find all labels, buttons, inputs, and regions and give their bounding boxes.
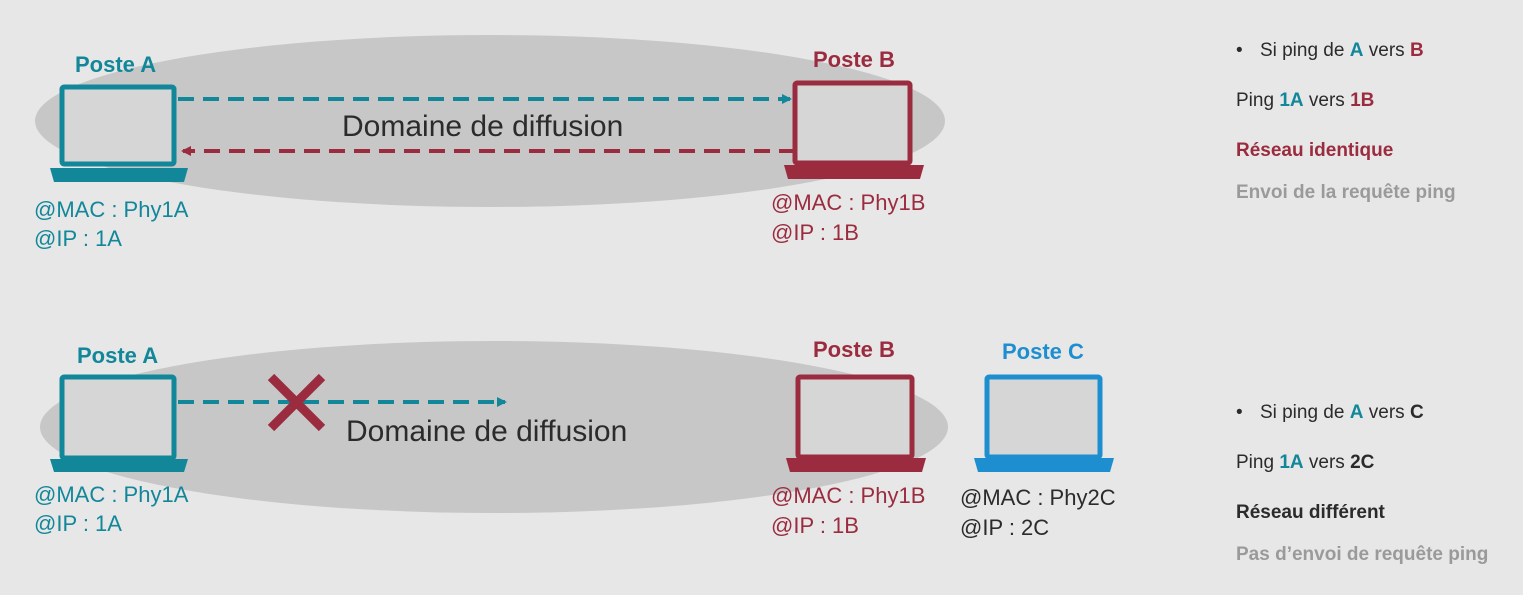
domain-label-bottom: Domaine de diffusion (346, 415, 627, 448)
broadcast-domain-ellipse-top (35, 35, 945, 207)
info-bottom-ping: Ping 1A vers 2C (1236, 452, 1375, 473)
poste-a-ip-bottom: @IP : 1A (34, 511, 122, 536)
poste-a-title-top: Poste A (75, 52, 156, 77)
broadcast-domain-ellipse-bottom (40, 341, 948, 513)
poste-c-ip-bottom: @IP : 2C (960, 515, 1049, 540)
poste-b-ip-bottom: @IP : 1B (771, 513, 859, 538)
info-bottom-condition: Si ping de A vers C (1236, 402, 1424, 424)
poste-a-ip-top: @IP : 1A (34, 226, 122, 251)
poste-b-title-top: Poste B (813, 47, 895, 72)
info-bottom-action: Pas d’envoi de requête ping (1236, 544, 1489, 565)
info-top-condition: Si ping de A vers B (1236, 40, 1424, 62)
blocked-cross-icon (267, 373, 326, 432)
info-top-action: Envoi de la requête ping (1236, 182, 1456, 203)
poste-b-title-bottom: Poste B (813, 337, 895, 362)
poste-c-mac-bottom: @MAC : Phy2C (960, 485, 1116, 510)
poste-b-mac-top: @MAC : Phy1B (771, 190, 925, 215)
poste-b-ip-top: @IP : 1B (771, 220, 859, 245)
poste-a-mac-top: @MAC : Phy1A (34, 197, 189, 222)
poste-a-mac-bottom: @MAC : Phy1A (34, 482, 189, 507)
domain-label-top: Domaine de diffusion (342, 110, 623, 143)
poste-c-title-bottom: Poste C (1002, 339, 1084, 364)
info-top-ping: Ping 1A vers 1B (1236, 90, 1375, 111)
info-top-result: Réseau identique (1236, 140, 1394, 161)
poste-b-mac-bottom: @MAC : Phy1B (771, 483, 925, 508)
info-bottom-result: Réseau différent (1236, 502, 1385, 523)
laptop-icon-a-bottom (50, 374, 188, 472)
laptop-icon-a-top (50, 84, 188, 182)
poste-a-title-bottom: Poste A (77, 343, 158, 368)
laptop-icon-c-bottom (974, 374, 1114, 472)
laptop-icon-b-top (784, 80, 924, 179)
laptop-icon-b-bottom (786, 374, 926, 472)
